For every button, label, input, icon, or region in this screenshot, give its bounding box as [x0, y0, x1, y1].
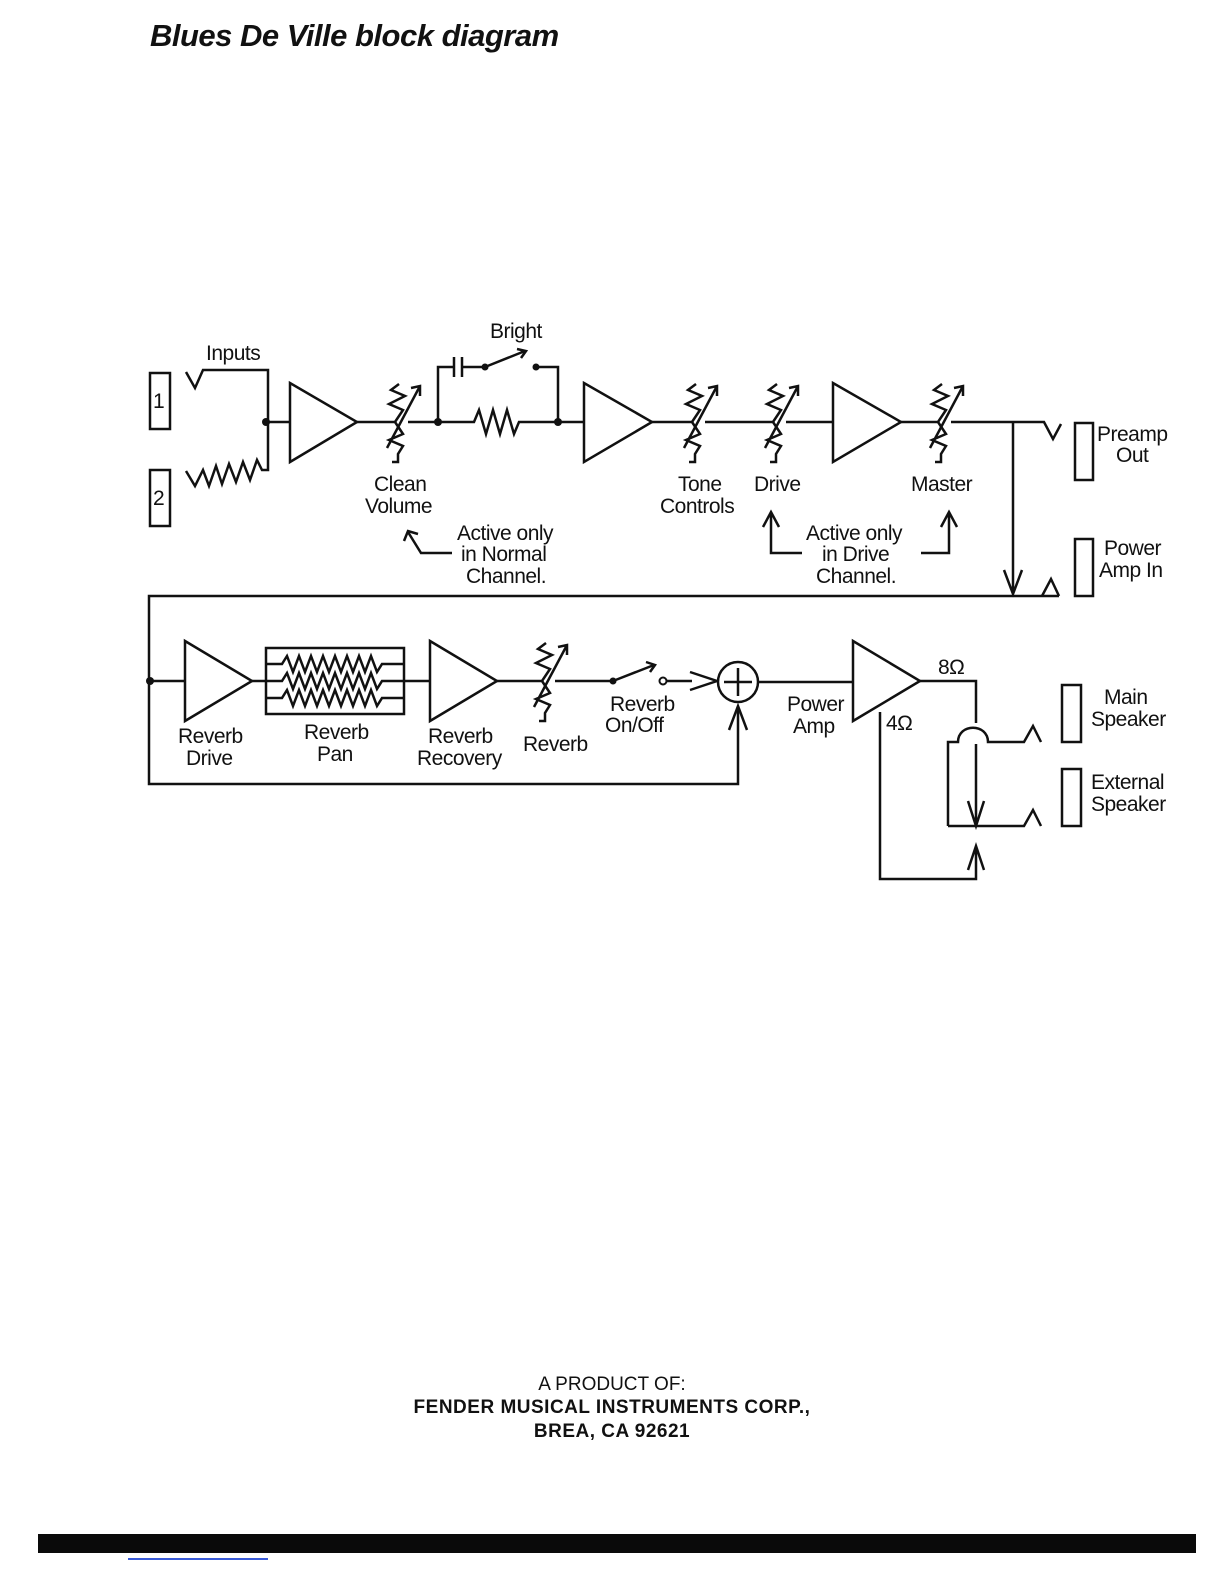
- bottom-bar: [38, 1534, 1196, 1553]
- external-label: External: [1091, 771, 1164, 794]
- input-2-label: 2: [153, 487, 164, 510]
- in-normal-label: in Normal: [461, 543, 546, 566]
- power-amp-label-1: Power: [787, 693, 845, 716]
- bottom-link-underline: [128, 1558, 268, 1560]
- tone-label: Tone: [678, 473, 722, 496]
- ohm-4-label: 4Ω: [886, 712, 912, 735]
- power-in-label: Power: [1104, 537, 1162, 560]
- tone-controls-pot: [682, 383, 763, 464]
- footer-company: FENDER MUSICAL INSTRUMENTS CORP.,: [413, 1397, 811, 1418]
- channel-normal-label: Channel.: [466, 565, 546, 588]
- preamp-stage-1-triangle: [288, 380, 360, 465]
- reverb-drive-label-2: Drive: [186, 747, 233, 770]
- reverb-on-off-switch: [609, 660, 721, 692]
- bright-bypass-resistor: [438, 405, 558, 439]
- input-1-label: 1: [153, 390, 164, 413]
- reverb-pan-label-1: Reverb: [304, 721, 369, 744]
- power-amp-label-2: Amp: [793, 715, 835, 738]
- reverb-drive-triangle: [183, 638, 255, 724]
- footer-intro: A PRODUCT OF:: [538, 1374, 686, 1395]
- reverb-recovery-triangle: [428, 638, 500, 724]
- footer-address: BREA, CA 92621: [533, 1421, 691, 1442]
- amp-in-label: Amp In: [1099, 559, 1163, 582]
- out-label: Out: [1116, 444, 1149, 467]
- power-amp-in-wire: [1040, 576, 1061, 597]
- preamp-stage-3-triangle: [831, 380, 904, 465]
- power-amp-triangle: [851, 638, 923, 724]
- reverb-recovery-label-1: Reverb: [428, 725, 493, 748]
- controls-label: Controls: [660, 495, 734, 518]
- main-speaker-label: Speaker: [1091, 708, 1166, 731]
- preamp-label: Preamp: [1097, 423, 1168, 446]
- external-speaker-jack: [1060, 767, 1083, 828]
- preamp-stage-2-triangle: [582, 380, 655, 465]
- reverb-pot-label: Reverb: [523, 733, 588, 756]
- bright-label: Bright: [490, 320, 543, 343]
- drive-label: Drive: [754, 473, 801, 496]
- external-speaker-label: Speaker: [1091, 793, 1166, 816]
- ohm-8-label: 8Ω: [938, 656, 964, 679]
- summing-node: [716, 660, 853, 704]
- reverb-pan-label-2: Pan: [317, 743, 353, 766]
- drive-pot: [763, 383, 833, 464]
- input-1-jack: [148, 371, 172, 431]
- reverb-recovery-label-2: Recovery: [417, 747, 503, 770]
- main-label: Main: [1104, 686, 1148, 709]
- active-only-normal-label: Active only: [457, 522, 554, 545]
- volume-label: Volume: [365, 495, 432, 518]
- power-amp-in-jack: [1073, 537, 1095, 598]
- reverb-loop-wire: [147, 594, 1059, 786]
- inputs-label: Inputs: [206, 342, 260, 365]
- normal-channel-note-arrow: [402, 529, 452, 555]
- preamp-out-jack: [1073, 421, 1095, 482]
- page-title: Blues De Ville block diagram: [150, 18, 559, 53]
- speaker-output-wiring: [878, 679, 1043, 881]
- input-2-jack: [148, 468, 172, 528]
- clean-volume-pot: [385, 383, 438, 464]
- channel-drive-label: Channel.: [816, 565, 896, 588]
- master-label: Master: [911, 473, 973, 496]
- reverb-pan-tank: [264, 646, 406, 716]
- input-2-resistor: [184, 422, 270, 490]
- input-1-wire: [184, 368, 270, 422]
- in-drive-label: in Drive: [822, 543, 889, 566]
- reverb-drive-label-1: Reverb: [178, 725, 243, 748]
- bright-switch: [436, 347, 560, 422]
- reverb-pot: [532, 642, 612, 723]
- master-pot: [928, 383, 1013, 464]
- reverb-switch-label: Reverb: [610, 693, 675, 716]
- drive-channel-note-arrows: [761, 509, 959, 555]
- on-off-label: On/Off: [605, 714, 664, 737]
- preamp-out-wire: [1002, 420, 1063, 598]
- main-speaker-jack: [1060, 683, 1083, 744]
- clean-label: Clean: [374, 473, 426, 496]
- active-only-drive-label: Active only: [806, 522, 903, 545]
